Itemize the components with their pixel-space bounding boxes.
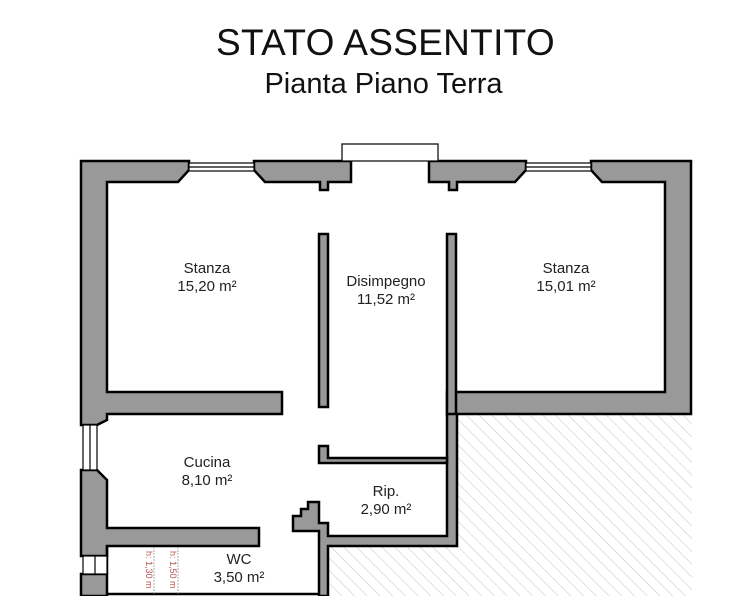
room-area: 3,50 m² — [213, 569, 265, 586]
room-name: Disimpegno — [346, 273, 426, 290]
room-area: 11,52 m² — [356, 291, 416, 308]
room-name: Stanza — [183, 260, 231, 277]
room-label-ripostiglio: Rip. 2,90 m² — [361, 483, 412, 519]
room-area: 8,10 m² — [181, 472, 233, 489]
room-label-stanza-right: Stanza 15,01 m² — [536, 260, 595, 296]
room-name: Rip. — [372, 483, 400, 500]
room-area: 15,20 m² — [177, 278, 237, 295]
room-area: 2,90 m² — [360, 501, 412, 518]
room-label-disimpegno: Disimpegno 11,52 m² — [346, 273, 425, 309]
height-lines — [153, 547, 179, 594]
room-label-cucina: Cucina 8,10 m² — [182, 454, 233, 490]
height-note-2: h: 1,50 m — [168, 551, 178, 589]
room-name: Stanza — [542, 260, 590, 277]
windows — [82, 162, 592, 575]
room-label-stanza-left: Stanza 15,20 m² — [177, 260, 236, 296]
room-label-wc: WC 3,50 m² — [214, 551, 265, 587]
plan-subtitle: Pianta Piano Terra — [264, 68, 503, 100]
room-name: Cucina — [183, 454, 231, 471]
height-note-1: h: 1,30 m — [144, 551, 154, 589]
room-area: 15,01 m² — [536, 278, 596, 295]
plan-title: STATO ASSENTITO — [216, 22, 555, 63]
room-name: WC — [226, 551, 252, 568]
entry-threshold — [341, 143, 439, 162]
hatched-area — [328, 414, 692, 596]
